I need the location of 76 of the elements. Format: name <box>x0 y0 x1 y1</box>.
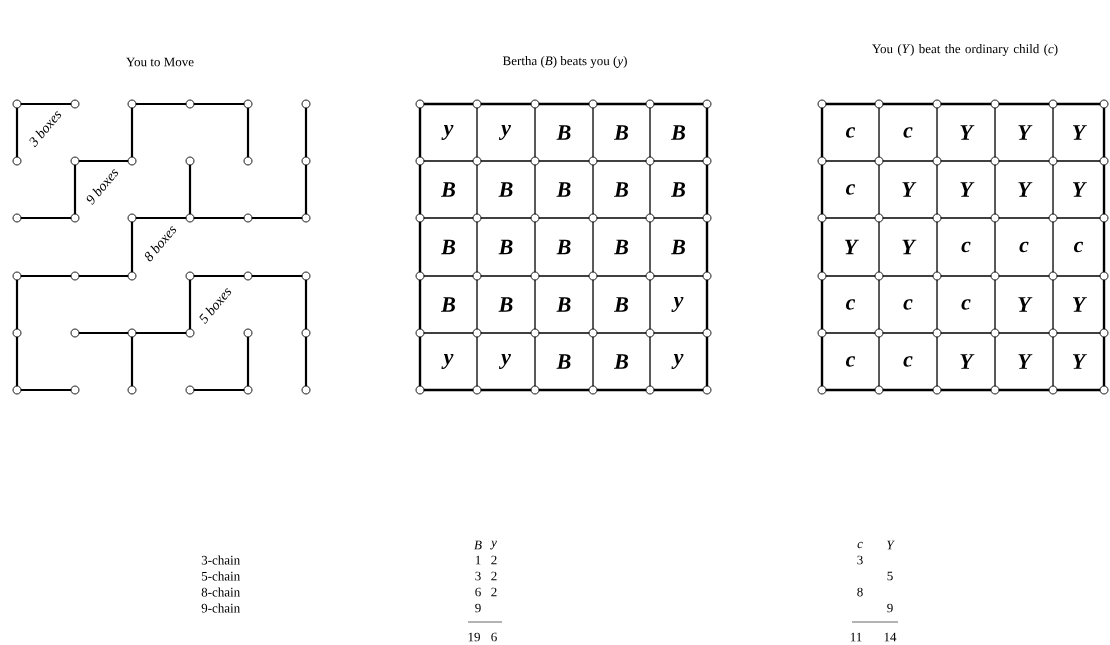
box-letter: Y <box>960 125 975 140</box>
box-letter: B <box>498 297 513 312</box>
panel-title: You to Move <box>126 57 194 67</box>
box-letter: y <box>671 354 684 369</box>
box-letter: B <box>613 297 629 312</box>
table-value: 6 <box>475 587 481 597</box>
box-letter: y <box>671 297 684 312</box>
box-letter: B <box>613 239 629 255</box>
column-heading: Y <box>887 540 895 550</box>
box-letter: c <box>845 184 856 195</box>
panel-title: You (Y) beat the ordinary child (c) <box>872 44 1058 56</box>
table-value: 9 <box>887 603 893 613</box>
box-letter: B <box>670 182 686 197</box>
table-value: 2 <box>491 571 497 581</box>
box-letter: Y <box>1018 125 1033 140</box>
table-value: 3 <box>857 555 863 565</box>
box-letter: y <box>441 125 454 140</box>
box-letter: Y <box>1072 297 1087 312</box>
table-value: 3 <box>475 571 481 581</box>
column-heading: y <box>490 540 497 550</box>
box-letter: c <box>961 299 971 310</box>
total-value: 11 <box>850 632 862 642</box>
box-letter: B <box>556 354 571 369</box>
box-letter: c <box>903 127 913 138</box>
box-letter: Y <box>1018 354 1033 369</box>
row-label: 9-chain <box>201 603 240 613</box>
box-letter: B <box>613 182 629 197</box>
box-letter: B <box>670 239 686 255</box>
table-value: 2 <box>491 555 497 565</box>
total-value: 19 <box>468 632 480 642</box>
column-heading: c <box>857 541 863 549</box>
row-label: 8-chain <box>201 587 240 597</box>
table-value: 1 <box>475 555 481 565</box>
box-letter: c <box>1073 241 1084 253</box>
table-value: 8 <box>857 587 863 597</box>
total-value: 6 <box>491 632 497 642</box>
table-value: 9 <box>475 603 481 613</box>
box-letter: B <box>440 239 456 255</box>
box-letter: B <box>556 239 571 255</box>
box-letter: B <box>556 182 571 197</box>
box-letter: Y <box>1072 125 1087 140</box>
table-value: 2 <box>491 587 497 597</box>
box-letter: B <box>440 182 456 197</box>
row-label: 3-chain <box>201 555 240 565</box>
box-letter: Y <box>844 239 859 255</box>
box-letter: y <box>498 354 511 369</box>
box-letter: Y <box>1018 297 1033 312</box>
box-letter: c <box>845 299 856 310</box>
box-letter: c <box>903 356 913 367</box>
box-letter: Y <box>960 354 975 369</box>
box-letter: c <box>1019 241 1029 253</box>
box-letter: B <box>613 125 629 140</box>
total-value: 14 <box>884 632 897 642</box>
box-letter: c <box>903 299 913 310</box>
box-letter: y <box>441 354 454 369</box>
panel-title: Bertha (B) beats you (y) <box>502 56 627 68</box>
box-letter: B <box>440 297 456 312</box>
column-heading: B <box>474 540 482 550</box>
box-letter: B <box>556 125 571 140</box>
box-letter: Y <box>1072 182 1087 197</box>
row-label: 5-chain <box>201 571 240 581</box>
box-letter: B <box>670 125 686 140</box>
box-letter: Y <box>960 182 975 197</box>
box-letter: c <box>845 356 856 367</box>
box-letter: Y <box>902 239 917 255</box>
box-letter: c <box>961 241 971 253</box>
box-letter: c <box>845 127 856 138</box>
table-value: 5 <box>887 571 893 581</box>
box-letter: y <box>498 125 511 140</box>
box-letter: Y <box>1072 354 1087 369</box>
box-letter: B <box>498 239 513 255</box>
box-letter: B <box>613 354 629 369</box>
box-letter: B <box>556 297 571 312</box>
box-letter: Y <box>1018 182 1033 197</box>
box-letter: Y <box>902 182 917 197</box>
box-letter: B <box>498 182 513 197</box>
